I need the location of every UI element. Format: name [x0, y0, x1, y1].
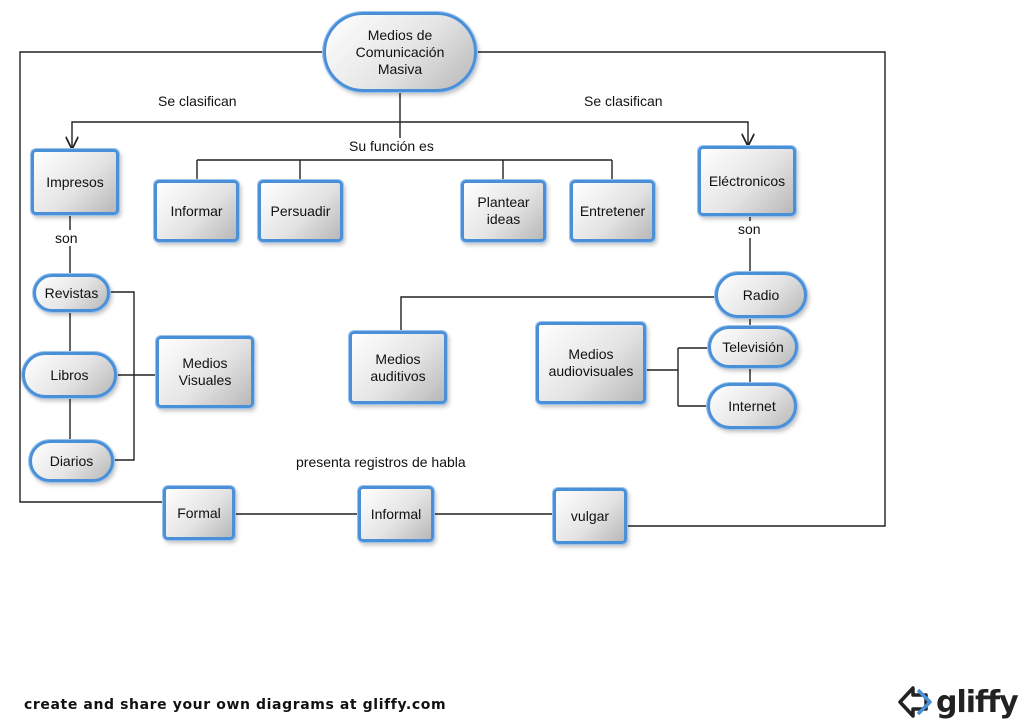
audio-media-node[interactable]: Medios auditivos [349, 331, 447, 404]
electronic-radio[interactable]: Radio [715, 272, 807, 318]
footer-tagline: create and share your own diagrams at gl… [24, 697, 447, 713]
register-vulgar[interactable]: vulgar [553, 488, 627, 544]
root-node[interactable]: Medios de Comunicación Masiva [323, 12, 477, 92]
outer-loop-right [477, 51, 886, 527]
clasifican-arrow-right [400, 121, 748, 145]
impresos-node[interactable]: Impresos [31, 149, 119, 215]
visual-media-node[interactable]: Medios Visuales [156, 336, 254, 408]
electronicos-node[interactable]: Eléctronicos [698, 146, 796, 216]
clasifican-arrow-left [72, 121, 400, 148]
print-libros[interactable]: Libros [22, 352, 117, 398]
electronic-television[interactable]: Televisión [708, 326, 798, 368]
electronic-internet[interactable]: Internet [707, 383, 797, 429]
print-diarios[interactable]: Diarios [29, 440, 114, 482]
gliffy-logo-text: gliffy [936, 684, 1019, 720]
clasifican-label-left: Se clasifican [156, 93, 239, 109]
visual-bracket [110, 291, 135, 461]
outer-loop-left [19, 51, 323, 503]
function-informar[interactable]: Informar [154, 180, 239, 242]
registros-label: presenta registros de habla [294, 454, 468, 470]
function-plantear-ideas[interactable]: Plantear ideas [461, 180, 546, 242]
auditivos-line [400, 296, 717, 331]
function-entretener[interactable]: Entretener [570, 180, 655, 242]
register-formal[interactable]: Formal [163, 486, 235, 540]
register-informal[interactable]: Informal [358, 486, 434, 542]
audiovisual-media-node[interactable]: Medios audiovisuales [536, 322, 646, 404]
clasifican-label-right: Se clasifican [582, 93, 665, 109]
print-revistas[interactable]: Revistas [33, 274, 110, 312]
gliffy-logo: gliffy [896, 682, 1019, 722]
function-persuadir[interactable]: Persuadir [258, 180, 343, 242]
funcion-label: Su función es [347, 138, 436, 154]
gliffy-logo-icon [898, 686, 932, 718]
son-label-right: son [736, 221, 763, 237]
son-label-left: son [53, 230, 80, 246]
